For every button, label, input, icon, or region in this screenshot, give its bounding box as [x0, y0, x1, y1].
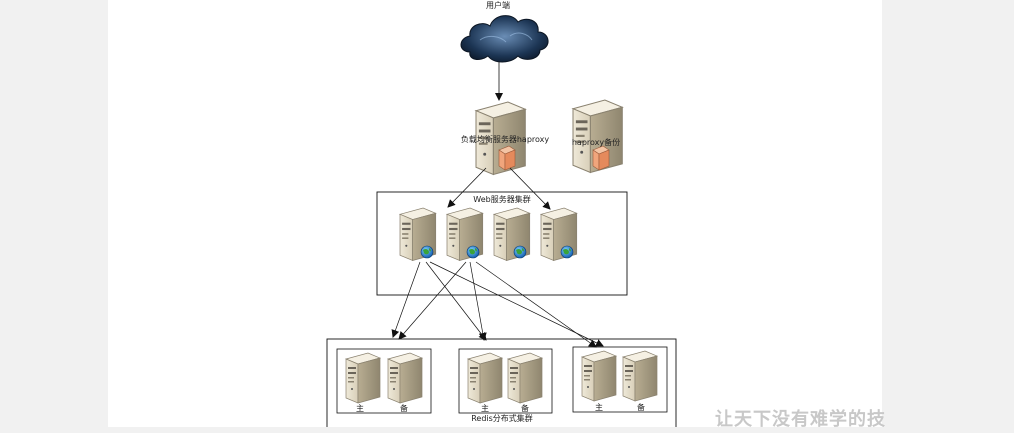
arrow-lb-to-web-right: [509, 167, 551, 210]
backup-firewall-icon: [592, 145, 610, 171]
cloud-icon: [460, 15, 549, 63]
redis-3-standby-server: [622, 350, 658, 402]
redis-group-1-box: [336, 348, 432, 414]
web-globe-icon-1: [420, 245, 434, 259]
redis-1-master-server: [345, 352, 381, 404]
redis-group-2-box: [458, 348, 553, 414]
web-globe-icon-3: [513, 245, 527, 259]
redis-1-standby-label: 备: [400, 403, 408, 413]
redis-2-standby-server: [507, 352, 543, 404]
redis-3-master-server: [581, 350, 617, 402]
client-label: 用户端: [486, 0, 510, 10]
diagram-canvas: 用户端 负载均衡服务器haproxy haproxy备份 Web服务器集群: [108, 0, 882, 427]
lb-backup-label: haproxy备份: [572, 137, 620, 147]
watermark-text: 让天下没有难学的技: [715, 408, 886, 430]
redis-1-standby-server: [387, 352, 423, 404]
redis-3-master-label: 主: [595, 402, 603, 412]
web-globe-icon-4: [560, 245, 574, 259]
redis-2-master-server: [467, 352, 503, 404]
redis-cluster-box: [326, 338, 677, 427]
web-globe-icon-2: [466, 245, 480, 259]
redis-cluster-label: Redis分布式集群: [471, 413, 533, 423]
web-cluster-label: Web服务器集群: [473, 194, 530, 204]
lb-primary-label: 负载均衡服务器haproxy: [461, 134, 550, 144]
redis-1-master-label: 主: [356, 403, 364, 413]
redis-3-standby-label: 备: [637, 402, 645, 412]
redis-2-standby-label: 备: [521, 403, 529, 413]
web-cluster-box: [376, 191, 628, 296]
redis-2-master-label: 主: [481, 403, 489, 413]
watermark-layer: 让天下没有难学的技: [715, 408, 886, 430]
arrow-lb-to-web-left: [447, 167, 487, 208]
redis-group-3-box: [572, 346, 668, 413]
firewall-icon: [498, 145, 516, 171]
web-to-redis-arrows: [391, 261, 604, 348]
